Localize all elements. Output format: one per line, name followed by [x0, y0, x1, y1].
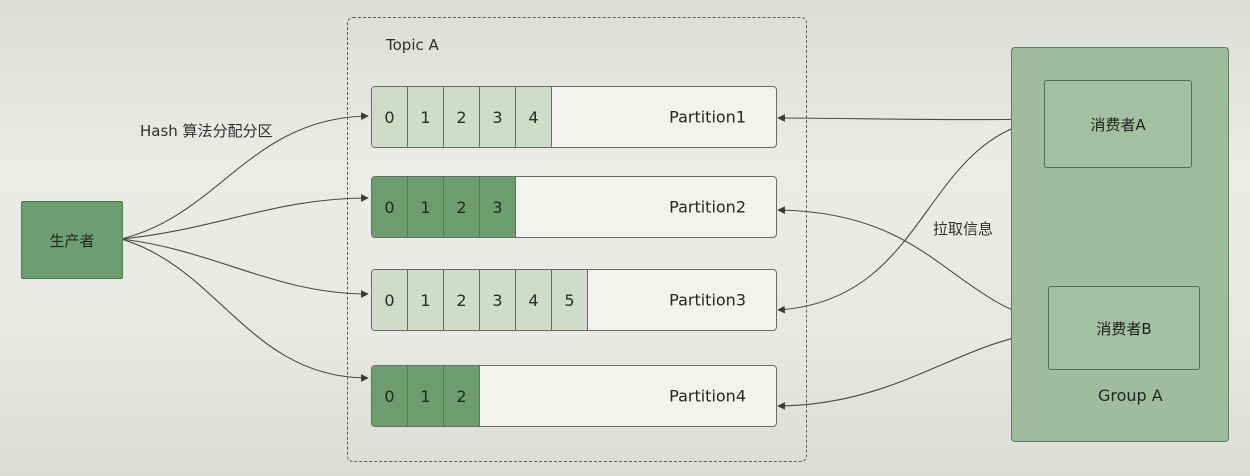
partition-2-offset-cell: 1 — [408, 177, 444, 237]
partition-3-offset-cell: 2 — [444, 270, 480, 330]
consumer-a-box: 消费者A — [1044, 80, 1192, 168]
producer-box: 生产者 — [21, 201, 123, 279]
partition-2-offset-cell: 0 — [372, 177, 408, 237]
partition-2-offset-cell: 3 — [480, 177, 516, 237]
consumer-b-box: 消费者B — [1048, 286, 1200, 370]
partition-3-offset-cell: 4 — [516, 270, 552, 330]
partition-3-offset-cell: 3 — [480, 270, 516, 330]
producer-label: 生产者 — [49, 231, 95, 250]
topic-title: Topic A — [386, 36, 439, 54]
hash-partitioning-label: Hash 算法分配分区 — [140, 122, 273, 140]
consumer-b-label: 消费者B — [1096, 319, 1152, 338]
partition-1-offset-cell: 0 — [372, 87, 408, 147]
partition-4-offset-cell: 1 — [408, 366, 444, 426]
topic-container — [347, 17, 807, 462]
partition-4-offset-cell: 0 — [372, 366, 408, 426]
partition-1-name: Partition1 — [669, 107, 746, 127]
pull-info-label: 拉取信息 — [933, 220, 994, 238]
partition-4-name: Partition4 — [669, 386, 746, 406]
partition-1-offset-cell: 3 — [480, 87, 516, 147]
partition-2-name: Partition2 — [669, 197, 746, 217]
consumer-a-label: 消费者A — [1090, 115, 1146, 134]
partition-3-name: Partition3 — [669, 290, 746, 310]
partition-1-offset-cell: 1 — [408, 87, 444, 147]
group-title: Group A — [1098, 386, 1163, 405]
partition-4-offset-cell: 2 — [444, 366, 480, 426]
partition-1-offset-cell: 4 — [516, 87, 552, 147]
partition-2-offset-cell: 2 — [444, 177, 480, 237]
partition-3-offset-cell: 5 — [552, 270, 588, 330]
partition-3-offset-cell: 0 — [372, 270, 408, 330]
partition-1-offset-cell: 2 — [444, 87, 480, 147]
partition-3-offset-cell: 1 — [408, 270, 444, 330]
